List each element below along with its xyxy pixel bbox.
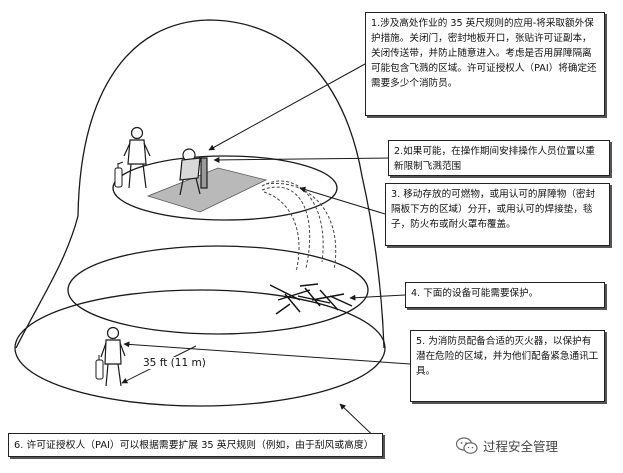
hazard-zone-outline xyxy=(14,19,386,407)
leader-line-1 xyxy=(208,63,366,151)
callout-note-2: 2.如果可能，在操作期间安排操作人员位置以重新限制飞溅范围 xyxy=(388,140,610,176)
radius-label: 35 ft (11 m) xyxy=(142,357,207,369)
watermark-text: 过程安全管理 xyxy=(483,439,559,454)
leader-line-4 xyxy=(349,294,406,301)
callout-note-4: 4. 下面的设备可能需要保护。 xyxy=(405,282,605,308)
spark-burst xyxy=(269,283,353,315)
leader-line-2 xyxy=(213,156,389,163)
leader-line-3 xyxy=(299,186,386,215)
callout-note-5: 5. 为消防员配备合适的灭火器，以保护有潜在危险的区域，并为他们配备紧急通讯工具… xyxy=(410,330,605,402)
right-wall xyxy=(361,175,385,349)
leader-lines xyxy=(123,63,411,446)
welder-worker xyxy=(179,148,208,196)
floor-ring xyxy=(14,289,386,407)
callout-note-6: 6. 许可证授权人（PAI）可以根据需要扩展 35 英尺规则（例如，由于刮风或高… xyxy=(8,433,383,457)
fire-watch-worker-lower xyxy=(100,326,126,387)
callout-note-3: 3. 移动存放的可燃物，或用认可的屏障物（密封隔板下方的区域）分开，或用认可的焊… xyxy=(385,183,610,246)
callout-note-1: 1.涉及高处作业的 35 英尺规则的应用-将采取额外保护措施。关闭门，密封地板开… xyxy=(365,12,605,116)
left-wall xyxy=(15,215,79,349)
dome-curve xyxy=(77,19,363,217)
upper-ring xyxy=(112,155,338,221)
fire-watch-worker-upper xyxy=(123,126,151,189)
extinguisher-upper-icon xyxy=(114,161,124,188)
middle-ring xyxy=(67,245,369,335)
wechat-icon xyxy=(456,436,478,454)
spark-trails xyxy=(261,180,337,273)
extinguisher-lower-icon xyxy=(95,355,104,380)
watermark: 过程安全管理 xyxy=(456,436,558,455)
leader-line-5 xyxy=(123,341,411,365)
